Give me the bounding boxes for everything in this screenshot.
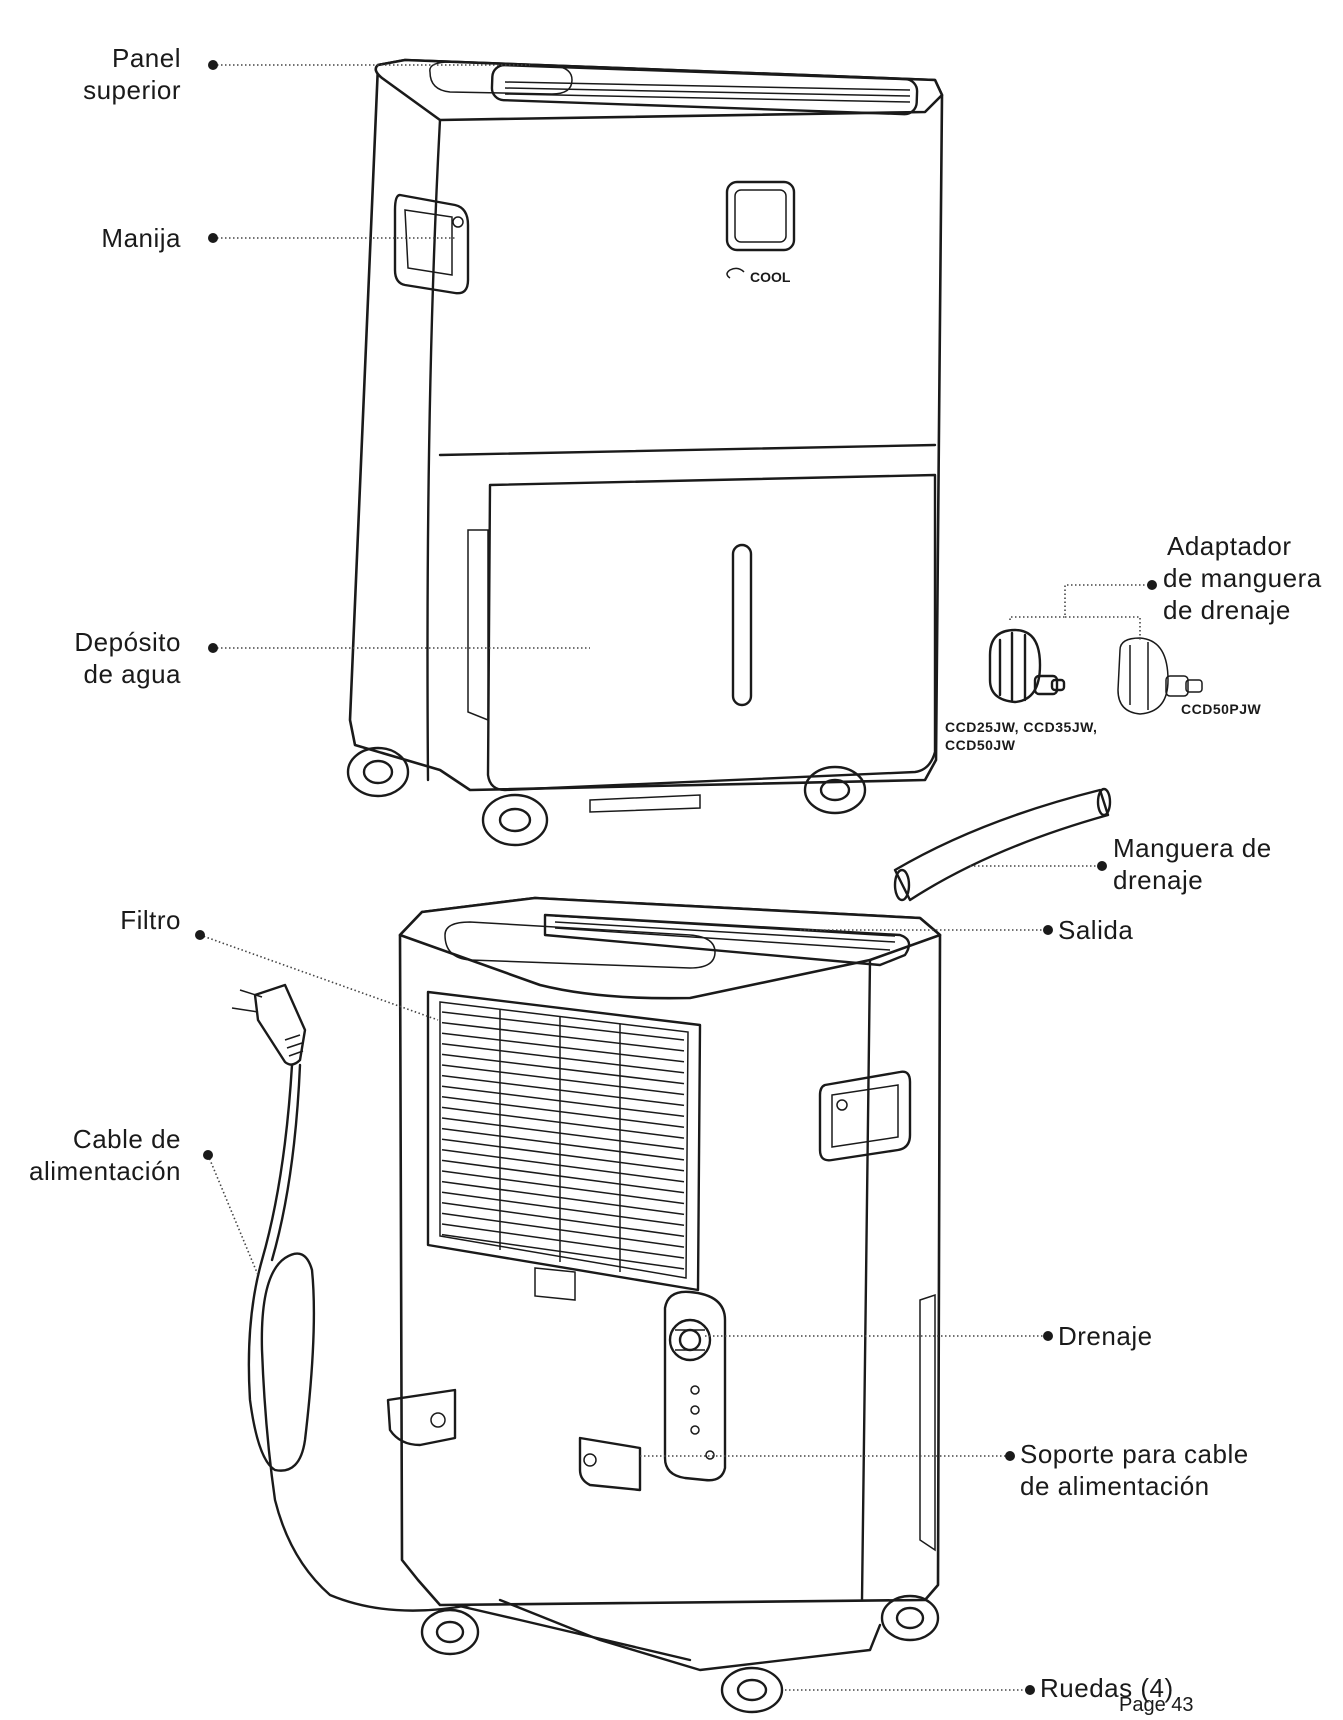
label-panel-superior: Panel superior — [83, 42, 181, 106]
grille-slat — [441, 1032, 685, 1063]
grille-slat — [441, 1170, 685, 1205]
label-line: Soporte para cable — [1020, 1439, 1249, 1469]
label-line: CCD50JW — [945, 737, 1016, 753]
grille-slat — [441, 1021, 685, 1052]
drain-port — [663, 1290, 727, 1482]
grille-slat — [441, 1074, 685, 1107]
brand-logo: COOL — [750, 269, 791, 285]
grille-slat — [441, 1064, 685, 1096]
leader-lines — [195, 60, 1157, 1695]
grille-slat — [441, 1096, 685, 1128]
label-models-left: CCD25JW, CCD35JW, CCD50JW — [945, 718, 1097, 754]
label-line: Panel — [112, 43, 181, 73]
label-line: Adaptador — [1167, 531, 1292, 561]
grille-slat — [441, 1106, 685, 1139]
dehumidifier-front-icon: COOL — [346, 58, 944, 847]
label-line: de manguera — [1163, 563, 1322, 593]
label-line: Depósito — [74, 627, 181, 657]
grille-slat — [441, 1223, 685, 1259]
label-line: alimentación — [29, 1156, 181, 1186]
grille-slat — [441, 1117, 685, 1150]
label-deposito: Depósito de agua — [74, 626, 181, 690]
grille-slat — [441, 1127, 685, 1161]
label-adaptador: Adaptador de manguera de drenaje — [1163, 530, 1322, 626]
label-manguera: Manguera de drenaje — [1113, 832, 1272, 896]
grille-slat — [441, 1212, 685, 1248]
label-line: drenaje — [1113, 865, 1204, 895]
label-models-right: CCD50PJW — [1181, 701, 1262, 717]
filter-grille — [426, 990, 702, 1301]
grille-slat — [441, 1138, 685, 1172]
grille-slat — [441, 1180, 685, 1216]
label-line: Manguera de — [1113, 833, 1272, 863]
grille-slat — [441, 1159, 685, 1194]
label-line: superior — [83, 75, 181, 105]
grille-slat — [441, 1233, 685, 1270]
page-number: Page 43 — [1119, 1694, 1194, 1716]
label-line: de drenaje — [1163, 595, 1291, 625]
label-drenaje: Drenaje — [1058, 1321, 1153, 1351]
grille-slat — [441, 1202, 685, 1237]
label-manija: Manija — [101, 223, 181, 253]
grille-slat — [441, 1011, 685, 1041]
dehumidifier-back-icon — [386, 896, 942, 1714]
label-soporte: Soporte para cable de alimentación — [1020, 1438, 1249, 1502]
label-salida: Salida — [1058, 915, 1134, 945]
grille-slat — [441, 1191, 685, 1227]
label-line: de agua — [83, 659, 181, 689]
power-plug-icon — [231, 983, 472, 1612]
drain-hose-icon — [893, 787, 1112, 902]
grille-slat — [441, 1085, 685, 1118]
label-line: Cable de — [72, 1124, 181, 1154]
label-line: CCD25JW, CCD35JW, — [945, 719, 1098, 735]
label-cable: Cable de alimentación — [29, 1123, 181, 1187]
drain-adapter-icon — [988, 628, 1203, 715]
grille-slat — [441, 1053, 685, 1085]
label-line: de alimentación — [1020, 1471, 1210, 1501]
grille-slat — [441, 1149, 685, 1183]
label-filtro: Filtro — [120, 905, 181, 935]
label-ruedas: Ruedas (4) — [1040, 1673, 1174, 1703]
grille-slat — [441, 1043, 685, 1074]
